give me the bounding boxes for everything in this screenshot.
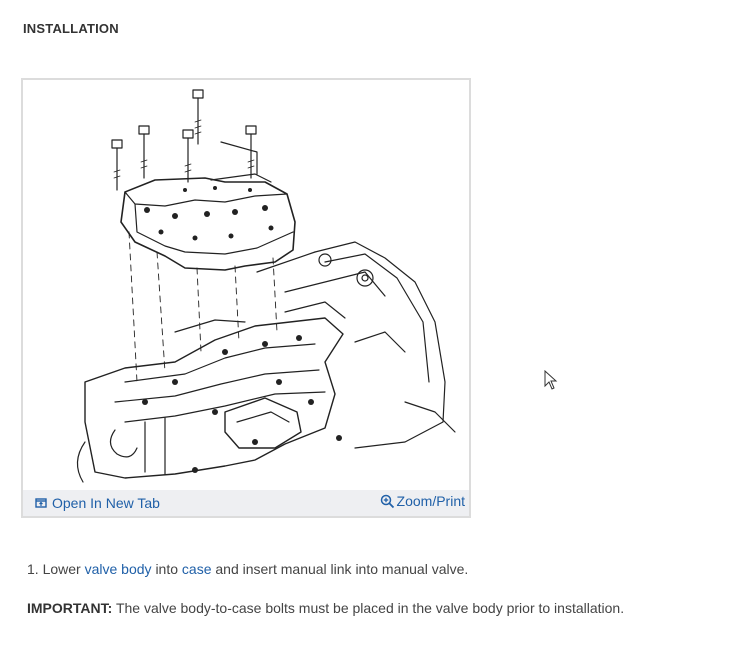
open-new-tab-icon — [35, 498, 47, 508]
step-text: and insert manual link into manual valve… — [215, 561, 469, 577]
section-title: INSTALLATION — [23, 21, 119, 36]
step-text: Lower — [42, 561, 81, 577]
case-link[interactable]: case — [181, 561, 212, 577]
figure-toolbar: Open In New Tab Zoom/Print — [23, 490, 469, 516]
valve-body-link[interactable]: valve body — [84, 561, 152, 577]
zoom-print-link[interactable]: Zoom/Print — [380, 493, 465, 509]
step-text: into — [155, 561, 179, 577]
important-note: IMPORTANT: The valve body-to-case bolts … — [27, 600, 624, 616]
important-text: The valve body-to-case bolts must be pla… — [115, 600, 625, 616]
zoom-in-icon — [380, 494, 394, 508]
open-in-new-tab-label: Open In New Tab — [52, 495, 160, 511]
step-1: 1. Lower valve body into case and insert… — [27, 561, 468, 577]
important-label: IMPORTANT: — [27, 600, 113, 616]
step-number: 1. — [27, 561, 39, 577]
open-in-new-tab-link[interactable]: Open In New Tab — [35, 495, 160, 511]
mouse-pointer-icon — [544, 370, 558, 390]
zoom-print-label: Zoom/Print — [396, 493, 465, 509]
valve-body-diagram[interactable] — [25, 82, 467, 492]
figure-container: Open In New Tab Zoom/Print — [21, 78, 471, 518]
